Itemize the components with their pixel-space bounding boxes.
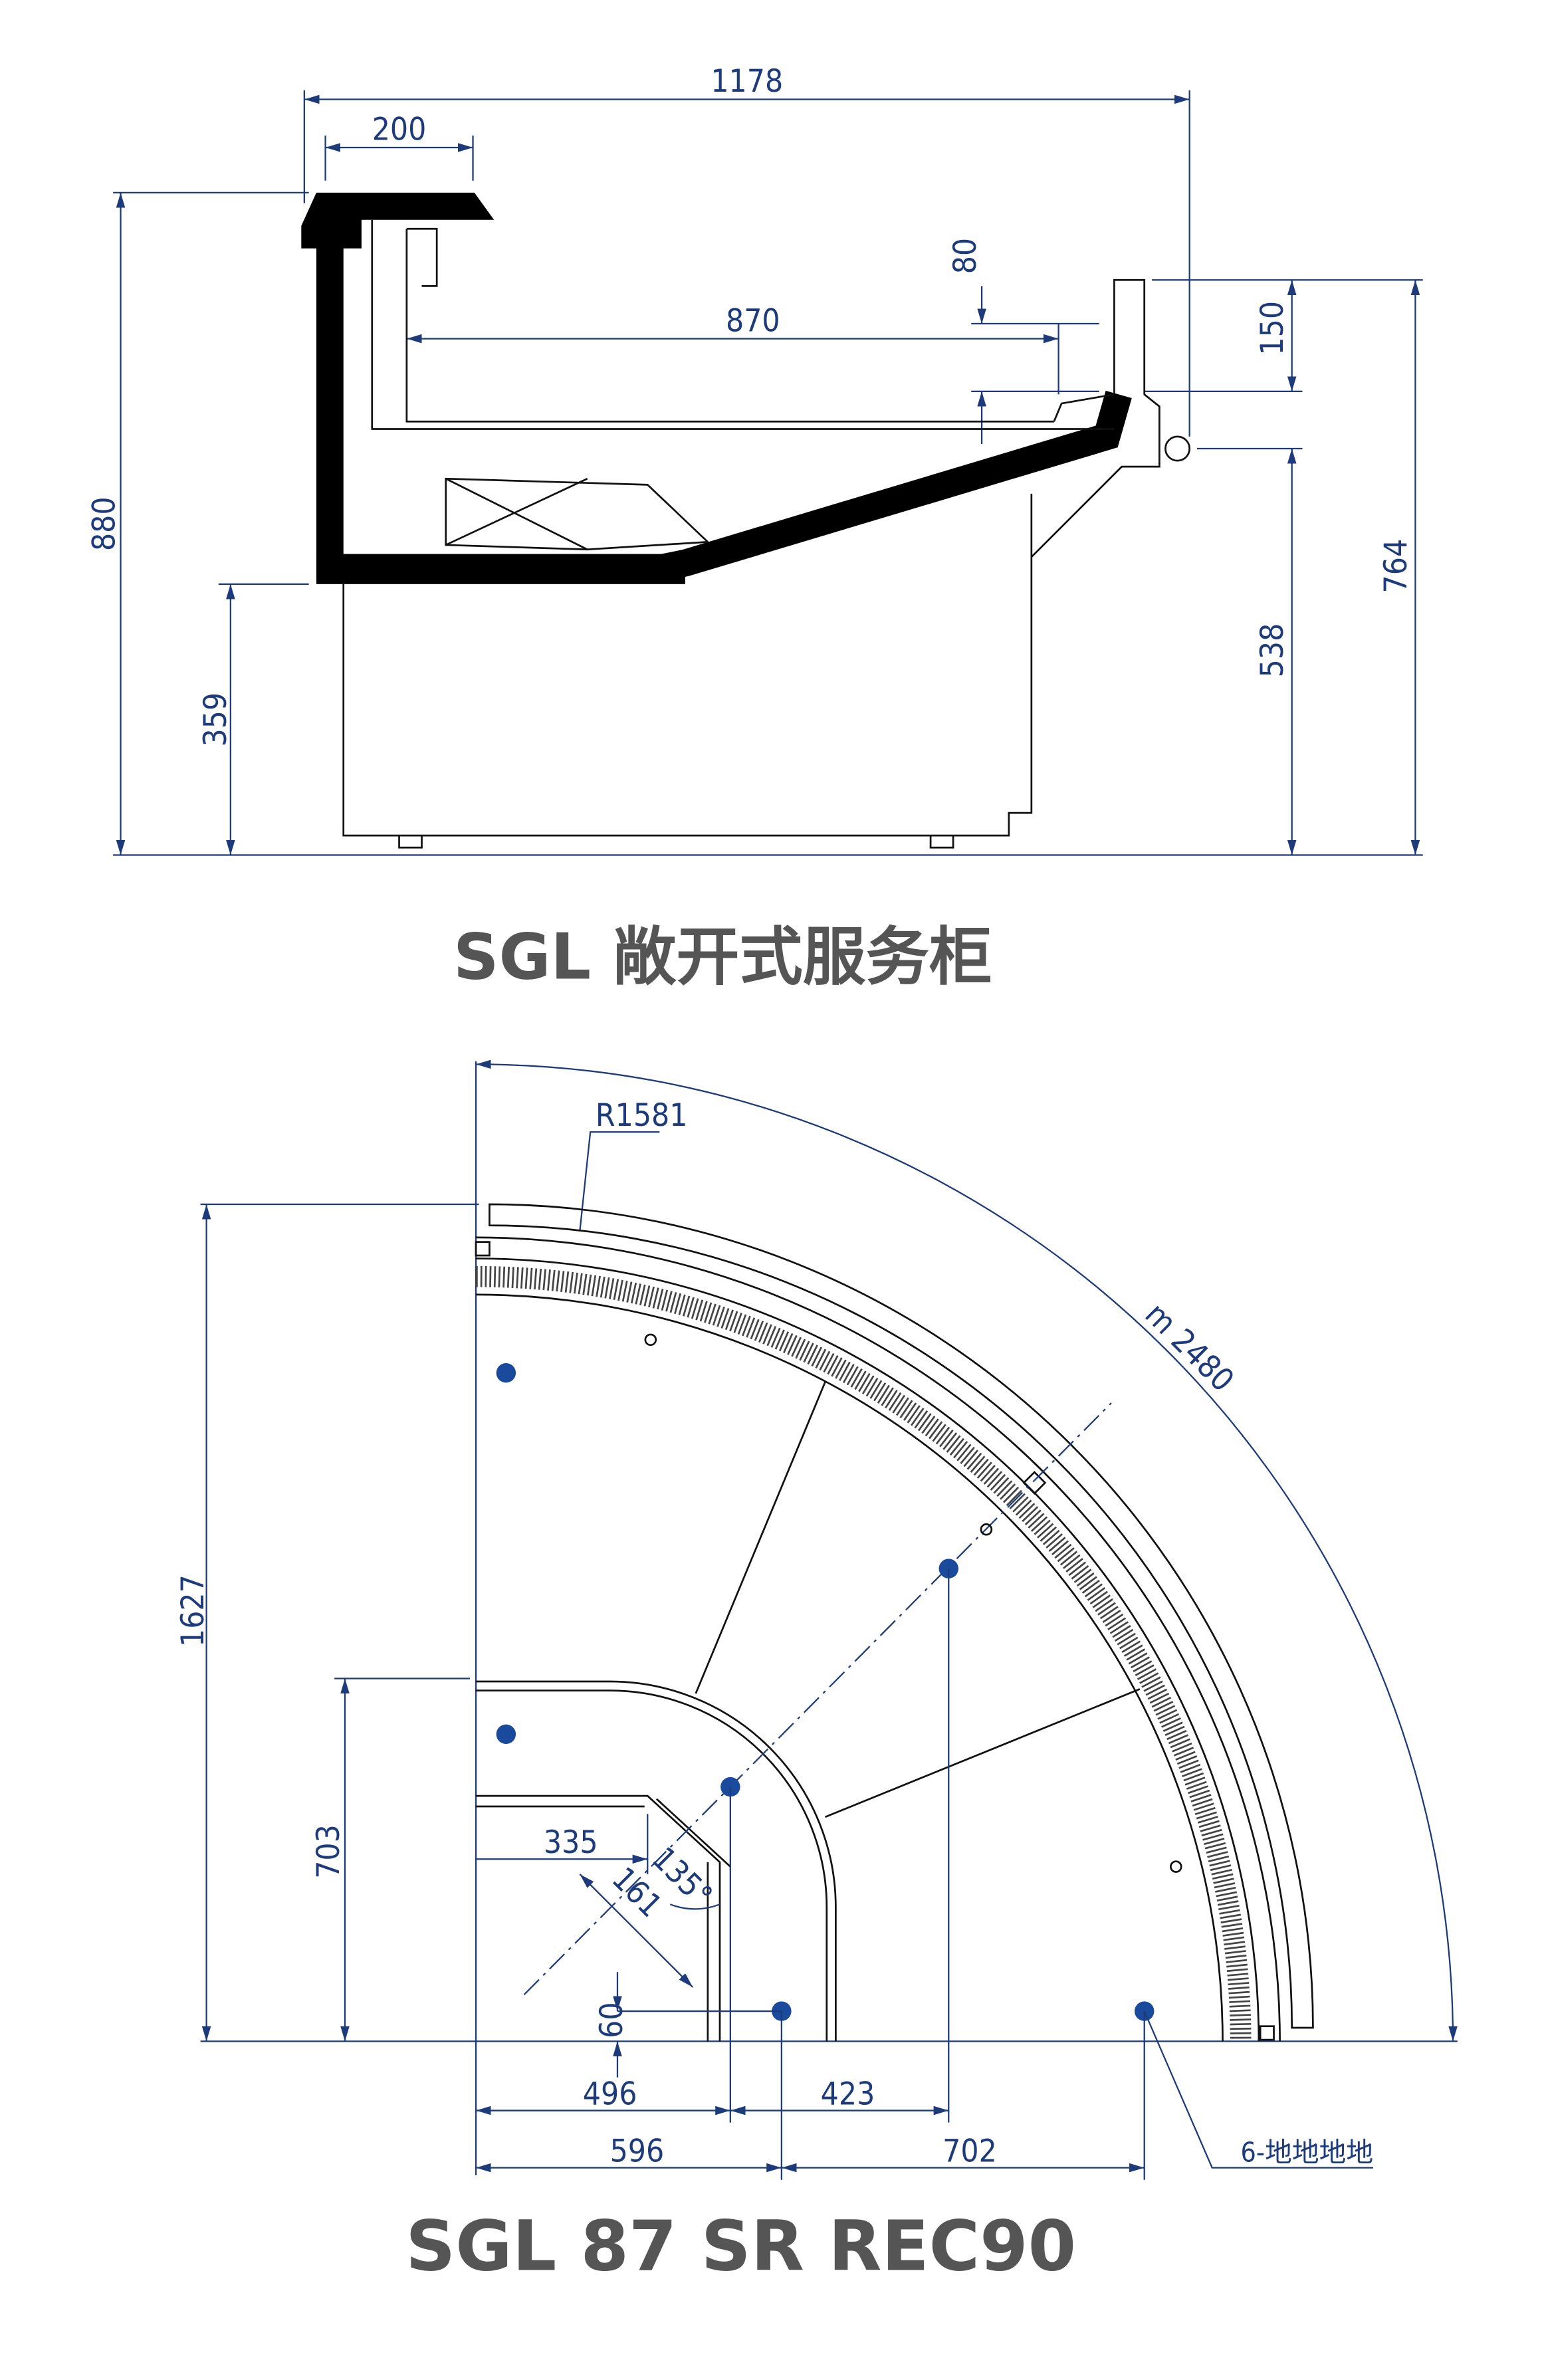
foot-dot (496, 1724, 516, 1745)
dim-870: 870 (726, 302, 780, 339)
dim-496: 496 (583, 2076, 637, 2113)
dim-423: 423 (821, 2076, 875, 2113)
dim-arc-length: m 2480 (1138, 1296, 1241, 1399)
dim-1178: 1178 (711, 63, 783, 100)
dim-335: 335 (544, 1824, 598, 1861)
side-view: 1178 200 880 359 870 80 150 764 538 (86, 63, 1423, 994)
dim-200: 200 (372, 112, 427, 148)
feet-label: 6-地地地地 (1241, 2137, 1374, 2169)
dim-1627: 1627 (175, 1574, 211, 1647)
dim-80: 80 (947, 238, 984, 274)
dim-764: 764 (1378, 539, 1414, 594)
plan-view: m 2480 R1581 1627 703 (175, 1059, 1458, 2287)
dim-359: 359 (197, 693, 234, 747)
dim-703: 703 (310, 1824, 347, 1879)
dim-702: 702 (942, 2133, 997, 2170)
dim-880: 880 (86, 496, 122, 551)
cabinet-section (301, 192, 1191, 849)
side-view-title: SGL 敞开式服务柜 (453, 920, 992, 994)
dim-150: 150 (1254, 301, 1291, 356)
dim-538: 538 (1254, 623, 1291, 678)
dim-radius: R1581 (596, 1097, 688, 1134)
dim-596: 596 (610, 2133, 665, 2170)
dim-60: 60 (594, 2002, 630, 2038)
foot-dot (496, 1362, 516, 1383)
plan-view-title: SGL 87 SR REC90 (405, 2206, 1076, 2287)
